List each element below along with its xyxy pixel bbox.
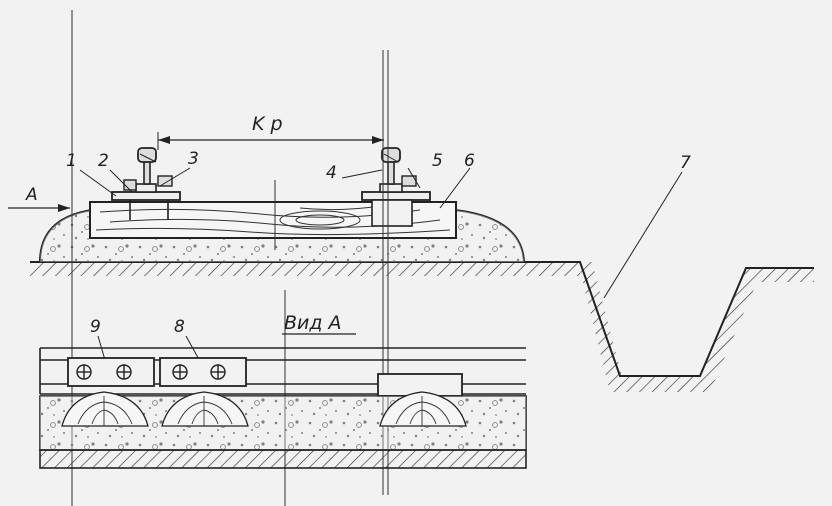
callout-1: 1 bbox=[66, 151, 77, 171]
callout-9: 9 bbox=[90, 317, 101, 337]
right-rail-assembly bbox=[361, 147, 431, 227]
view-arrow bbox=[8, 204, 70, 212]
callout-4: 4 bbox=[326, 163, 337, 183]
callout-5: 5 bbox=[432, 151, 443, 171]
view-title: Вид А bbox=[284, 312, 342, 334]
view-arrow-label: A bbox=[25, 185, 38, 205]
dimension-kp bbox=[157, 132, 384, 150]
sleeper-ends bbox=[61, 391, 467, 427]
left-rail-assembly bbox=[111, 147, 181, 220]
leader-lines bbox=[79, 167, 683, 299]
lower-ground-hatch bbox=[39, 449, 527, 469]
callout-3: 3 bbox=[188, 149, 199, 169]
callout-8: 8 bbox=[174, 317, 185, 337]
callout-6: 6 bbox=[464, 151, 475, 171]
callout-2: 2 bbox=[98, 151, 109, 171]
dimension-label: K p bbox=[252, 113, 283, 135]
ground-hatch-left bbox=[30, 262, 580, 276]
callout-7: 7 bbox=[680, 153, 691, 173]
ditch-hatch bbox=[578, 262, 814, 392]
bolts bbox=[76, 364, 226, 380]
end-grain-rings bbox=[77, 396, 451, 426]
